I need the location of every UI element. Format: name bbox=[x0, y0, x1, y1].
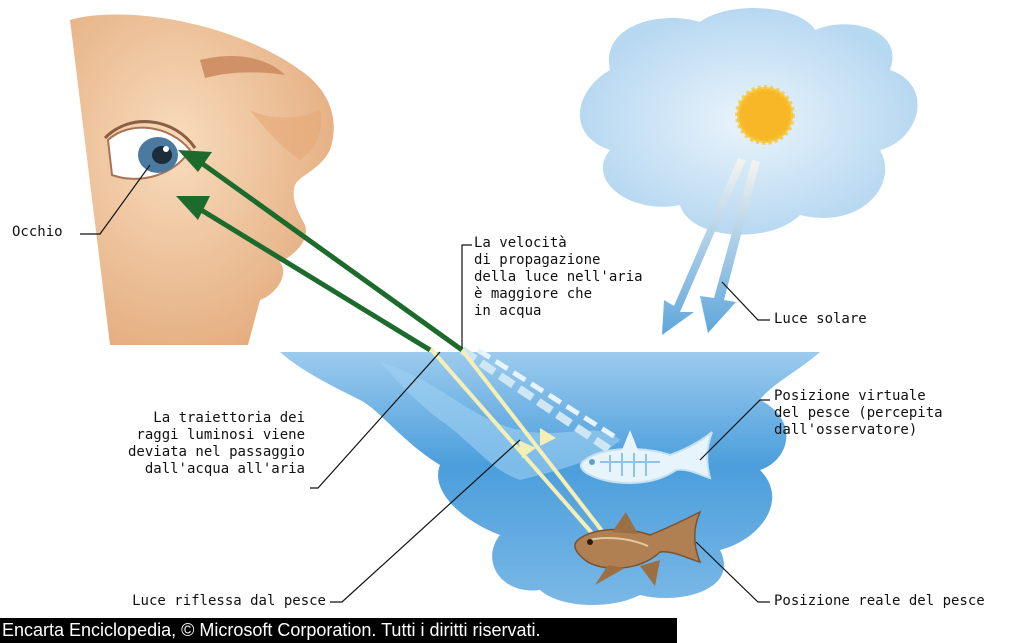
human-face bbox=[70, 14, 334, 345]
sun-icon bbox=[738, 88, 792, 142]
label-trajectory: La traiettoria dei raggi luminosi viene … bbox=[90, 410, 305, 478]
label-speed: La velocità di propagazione della luce n… bbox=[474, 235, 643, 320]
copyright-credit: Encarta Enciclopedia, © Microsoft Corpor… bbox=[0, 618, 677, 643]
label-virtual-position: Posizione virtuale del pesce (percepita … bbox=[774, 388, 943, 439]
label-sunlight: Luce solare bbox=[774, 311, 867, 328]
water-body bbox=[280, 352, 820, 605]
label-eye: Occhio bbox=[12, 224, 63, 241]
label-real-position: Posizione reale del pesce bbox=[774, 593, 985, 610]
leader-speed bbox=[462, 245, 472, 348]
label-reflected-light: Luce riflessa dal pesce bbox=[100, 593, 326, 610]
